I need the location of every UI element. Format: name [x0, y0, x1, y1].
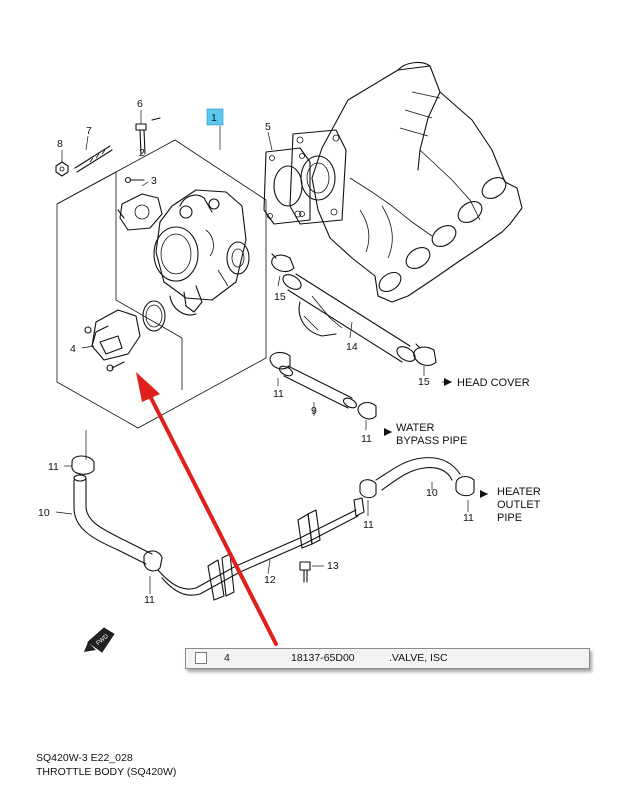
hose-10-left[interactable] — [73, 474, 153, 565]
gasket[interactable] — [263, 147, 311, 225]
callout-6[interactable]: 6 — [137, 98, 143, 110]
clamp-11-right[interactable] — [455, 475, 475, 497]
callout-7[interactable]: 7 — [86, 125, 92, 137]
callout-8[interactable]: 8 — [57, 138, 63, 150]
callout-11-d[interactable]: 11 — [363, 519, 374, 531]
part-info-row[interactable]: 4 18137-65D00 .VALVE, ISC — [185, 648, 590, 669]
callout-10-left[interactable]: 10 — [38, 507, 50, 519]
water-label: WATER — [396, 422, 435, 434]
hose-10-right[interactable] — [375, 457, 461, 491]
callout-11-b[interactable]: 11 — [361, 433, 372, 445]
head-cover-label: HEAD COVER — [457, 377, 530, 389]
part-quantity: 4 — [224, 652, 230, 664]
assembly-outline — [56, 139, 267, 429]
callout-5[interactable]: 5 — [265, 121, 271, 133]
callout-15-a[interactable]: 15 — [274, 291, 286, 303]
destination-arrowheads — [384, 378, 488, 498]
intake-manifold[interactable] — [289, 61, 523, 337]
clamp-11-a[interactable] — [269, 351, 291, 370]
stud-7[interactable] — [74, 145, 113, 173]
destination-labels: HEAD COVER WATER BYPASS PIPE HEATER OUTL… — [396, 377, 541, 524]
callout-1-highlight[interactable] — [206, 108, 224, 126]
red-pointer-arrow — [136, 372, 278, 646]
leader-lines — [55, 110, 488, 594]
pipe-label: PIPE — [497, 512, 522, 524]
part-description: .VALVE, ISC — [389, 652, 448, 664]
part-number: 18137-65D00 — [291, 652, 355, 664]
callout-11-a[interactable]: 11 — [273, 388, 284, 400]
callout-3[interactable]: 3 — [151, 175, 157, 187]
outlet-label: OUTLET — [497, 499, 541, 511]
hose-14[interactable] — [280, 272, 417, 365]
callout-9[interactable]: 9 — [311, 405, 317, 417]
bolt-6[interactable] — [135, 117, 161, 155]
throttle-body[interactable] — [153, 189, 250, 316]
clamp-15-lower[interactable] — [413, 343, 437, 366]
isc-valve[interactable] — [84, 309, 141, 372]
clamp-15-upper[interactable] — [271, 253, 295, 273]
callout-11-f[interactable]: 11 — [144, 594, 155, 606]
callout-13[interactable]: 13 — [327, 560, 339, 572]
callout-11-e[interactable]: 11 — [463, 512, 474, 524]
clamp-11-b[interactable] — [357, 401, 377, 420]
clamp-11-mid[interactable] — [359, 479, 377, 499]
clamp-11-left-top[interactable] — [71, 455, 95, 475]
throttle-sensor[interactable] — [117, 193, 163, 231]
diagram-code: SQ420W-3 E22_028 — [36, 752, 133, 764]
bypass-pipe-12[interactable] — [157, 497, 365, 601]
nut-8[interactable] — [55, 161, 69, 177]
callout-2[interactable]: 2 — [139, 147, 145, 159]
callout-11-c[interactable]: 11 — [48, 461, 59, 473]
screw-3[interactable] — [124, 176, 145, 184]
select-checkbox[interactable] — [195, 652, 207, 664]
o-ring[interactable] — [142, 300, 166, 332]
hose-9[interactable] — [278, 364, 358, 410]
callout-labels: 1 2 3 4 5 6 7 8 9 10 10 11 11 11 11 11 1… — [38, 98, 474, 606]
diagram-title: THROTTLE BODY (SQ420W) — [36, 766, 177, 778]
callout-10-right[interactable]: 10 — [426, 487, 438, 499]
clamp-11-left-bottom[interactable] — [143, 550, 163, 572]
callout-15-b[interactable]: 15 — [418, 376, 430, 388]
callout-12[interactable]: 12 — [264, 574, 276, 586]
bolt-13[interactable] — [299, 561, 311, 583]
bypass-pipe-label: BYPASS PIPE — [396, 435, 467, 447]
callout-1[interactable]: 1 — [211, 112, 217, 124]
callout-14[interactable]: 14 — [346, 341, 358, 353]
fwd-arrow-icon — [84, 627, 115, 653]
heater-label: HEATER — [497, 486, 541, 498]
callout-4[interactable]: 4 — [70, 343, 76, 355]
